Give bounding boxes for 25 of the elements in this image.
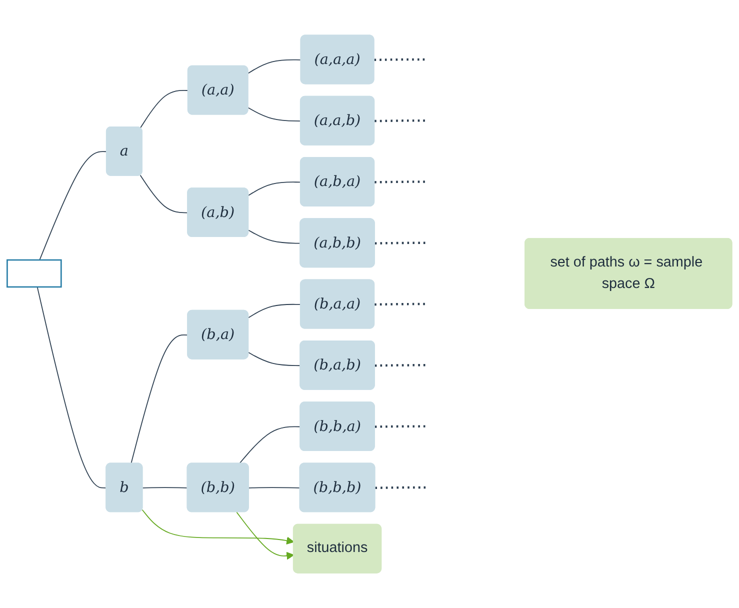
connector bbox=[140, 90, 189, 128]
connector bbox=[248, 107, 302, 122]
connector bbox=[374, 302, 426, 306]
connector bbox=[248, 182, 302, 196]
connector bbox=[248, 59, 302, 74]
connector bbox=[248, 230, 301, 244]
connector bbox=[374, 364, 426, 367]
connector bbox=[140, 174, 188, 214]
connector bbox=[374, 58, 426, 62]
connector bbox=[248, 304, 302, 318]
connector bbox=[248, 487, 301, 488]
node-box bbox=[6, 259, 62, 288]
connector bbox=[374, 119, 426, 122]
connector bbox=[374, 242, 426, 244]
connector bbox=[375, 486, 426, 489]
connector bbox=[130, 334, 188, 464]
arrow bbox=[142, 509, 294, 544]
connector bbox=[374, 180, 426, 184]
arrow bbox=[236, 512, 294, 560]
connector bbox=[248, 352, 301, 366]
connector bbox=[142, 487, 188, 488]
connector bbox=[238, 426, 301, 464]
connector bbox=[36, 286, 107, 488]
connector bbox=[374, 425, 426, 428]
connector bbox=[39, 151, 108, 260]
